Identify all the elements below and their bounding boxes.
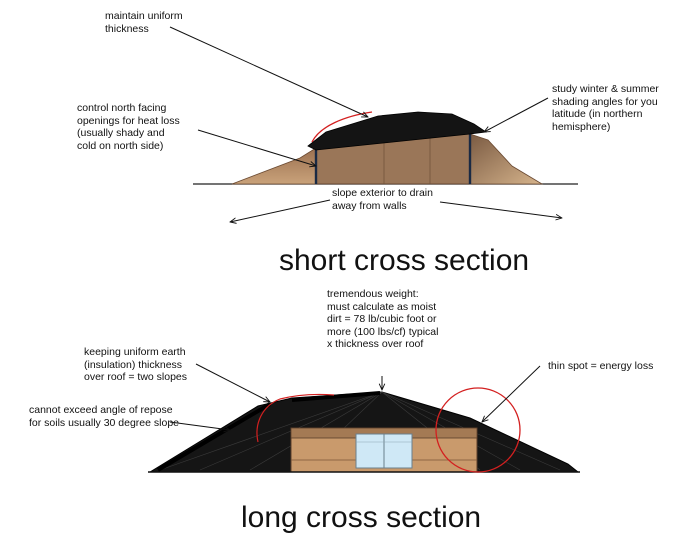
note-uniform-earth-two-slopes: keeping uniform earth (insulation) thick…: [84, 346, 188, 383]
long-thickness-arc: [256, 393, 335, 443]
long-section-leaders: [169, 363, 541, 430]
leader-drain-right: [439, 201, 562, 218]
short-earth-berm-right: [469, 133, 544, 185]
note-slope-drain: slope exterior to drain away from walls: [332, 187, 433, 212]
leader-shading-angles: [484, 97, 549, 132]
leader-uniform-slopes: [195, 363, 270, 402]
note-maintain-uniform-thickness: maintain uniform thickness: [105, 10, 183, 35]
long-section-drawing: [148, 387, 580, 473]
note-thin-spot: thin spot = energy loss: [548, 360, 654, 372]
leader-north-openings: [197, 129, 316, 166]
long-section-title: long cross section: [241, 501, 482, 534]
note-control-north-openings: control north facing openings for heat l…: [77, 102, 180, 152]
long-slope-left: [156, 402, 272, 472]
leader-uniform-thickness: [169, 26, 368, 117]
leader-drain-left: [230, 199, 331, 222]
short-roof-earth: [307, 111, 488, 151]
thin-spot-circle: [435, 387, 521, 473]
note-tremendous-weight: tremendous weight: must calculate as moi…: [327, 288, 439, 350]
note-shading-angles: study winter & summer shading angles for…: [552, 83, 659, 133]
leader-thin-spot: [482, 365, 541, 422]
leader-angle-repose: [169, 421, 230, 430]
short-section-drawing: [193, 111, 578, 185]
long-slope-top: [291, 391, 381, 402]
note-angle-of-repose: cannot exceed angle of repose for soils …: [29, 404, 180, 429]
short-section-leaders: [169, 26, 562, 222]
short-section-title: short cross section: [279, 244, 530, 277]
